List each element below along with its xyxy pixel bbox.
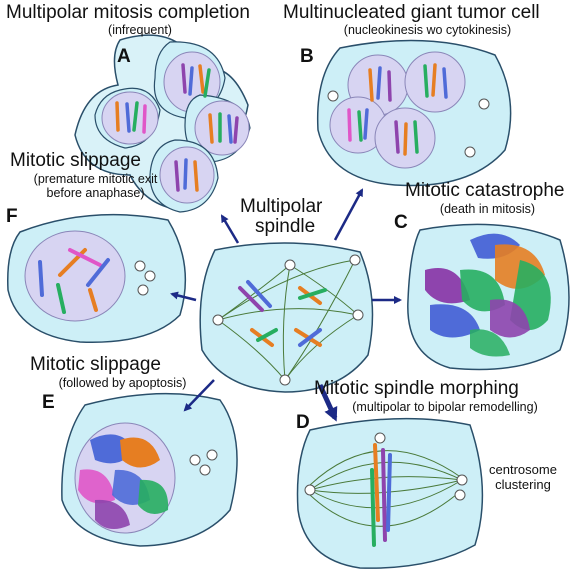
panel-e-title: Mitotic slippage [30,354,161,375]
panel-f-title: Mitotic slippage [10,150,141,171]
panel-f-cell [7,213,187,344]
arrow-to-a [220,214,240,244]
panel-c-subtitle: (death in mitosis) [439,202,536,216]
center-title-line1: Multipolar [240,196,323,217]
panel-b-cell [316,39,512,187]
panel-d-note-line2: clustering [495,477,551,492]
panel-d-note-line1: centrosome [489,462,557,477]
panel-c-cell [407,223,570,371]
panel-d-subtitle: (multipolar to bipolar remodelling) [352,400,538,414]
arrows [170,188,402,422]
center-title-line2: spindle [255,216,316,237]
panel-b-letter: B [300,46,314,67]
panel-f-subtitle-line1: (premature mitotic exit [33,172,158,186]
arrow-to-d [317,383,338,422]
panel-f-subtitle-line2: before anaphase) [46,186,145,200]
panel-e-subtitle: (followed by apoptosis) [58,376,187,390]
panel-a-letter: A [117,46,131,67]
arrow-to-b [333,188,364,241]
panel-d-title: Mitotic spindle morphing [314,378,519,399]
panel-b-title: Multinucleated giant tumor cell [283,2,540,23]
arrow-to-e [183,379,215,412]
arrow-to-f [170,291,197,302]
panel-c-letter: C [394,212,408,233]
panel-f-letter: F [6,206,18,227]
panel-a-subtitle: (infrequent) [108,23,172,37]
panel-a-cells [74,34,251,213]
panel-b-subtitle: (nucleokinesis wo cytokinesis) [343,23,512,37]
panel-a-title: Multipolar mitosis completion [6,2,250,23]
panel-d-cell [296,417,484,569]
panel-c-title: Mitotic catastrophe [405,180,565,201]
panel-d-letter: D [296,412,310,433]
panel-e-letter: E [42,392,55,413]
center-cell [199,242,374,393]
panel-e-cell [61,392,238,547]
